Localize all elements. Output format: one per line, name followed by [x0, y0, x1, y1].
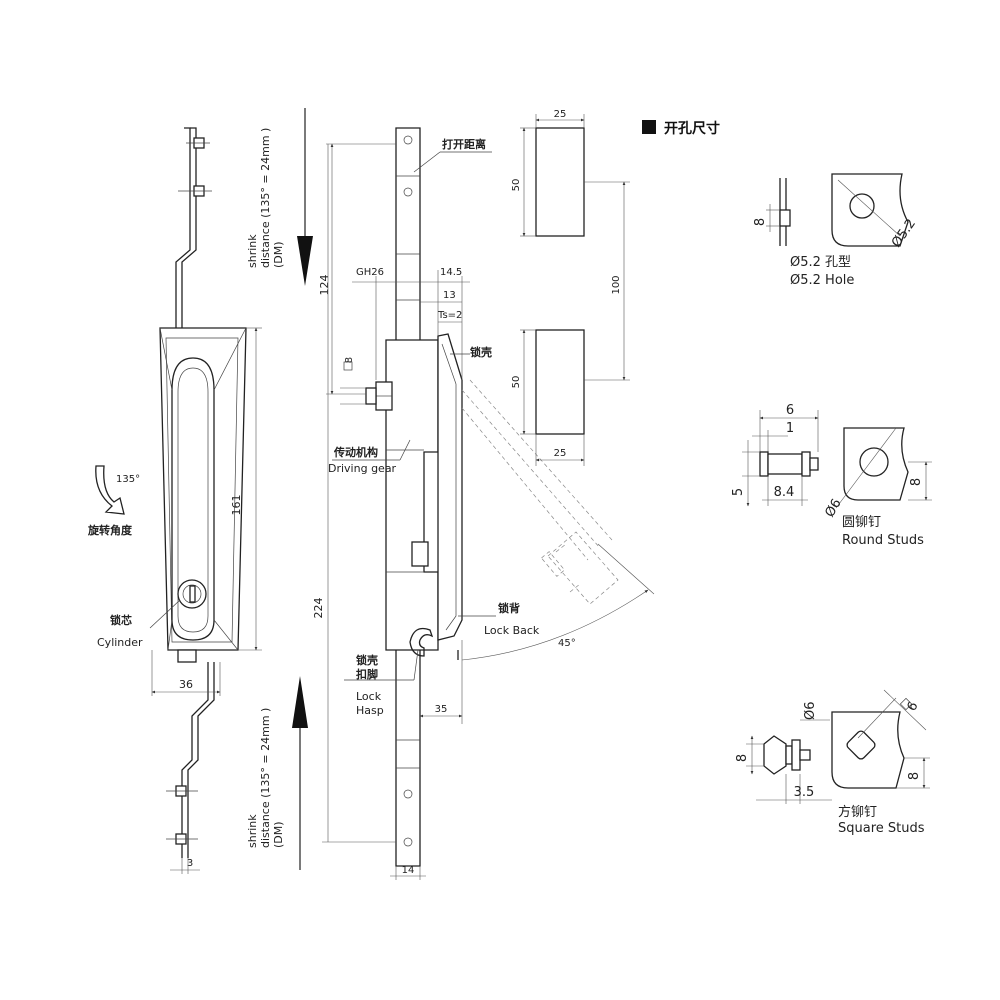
square-dim-8a: 8: [735, 754, 750, 762]
cutout-rect-top: [535, 127, 585, 237]
driving-gear-label-en: Driving gear: [328, 462, 397, 475]
dim-14: 14: [402, 865, 415, 876]
hole-caption-cn: Ø5.2 孔型: [790, 255, 851, 270]
driving-gear-label-cn: 传动机构: [333, 445, 378, 459]
dim-161: 161: [230, 495, 243, 516]
lock-hasp-label-cn1: 锁壳: [356, 653, 378, 667]
round-dim-6: 6: [786, 403, 794, 418]
square-dim-8b: 8: [907, 772, 922, 780]
shrink-bot-line3: (DM): [272, 821, 285, 848]
shrink-bot-line2: distance (135° = 24mm ): [259, 708, 272, 848]
round-caption-en: Round Studs: [842, 533, 924, 548]
dim-25-bottom: 25: [554, 448, 567, 459]
round-dim-8: 8: [909, 478, 924, 486]
round-dim-1: 1: [786, 421, 794, 436]
shrink-top-line2: distance (135° = 24mm ): [259, 128, 272, 268]
dim-36: 36: [179, 678, 193, 691]
cutout-title: 开孔尺寸: [664, 120, 720, 137]
cylinder-label-cn: 锁芯: [110, 613, 132, 627]
dim-25-top: 25: [554, 109, 567, 120]
cutout-rect-bottom: [535, 329, 585, 435]
square-caption-cn: 方铆钉: [838, 804, 877, 820]
lock-hasp-label-cn2: 扣脚: [356, 667, 378, 681]
round-dim-5: 5: [731, 488, 746, 496]
dim-13: 13: [443, 290, 456, 301]
angle-135: 135°: [116, 474, 140, 485]
dim-50-top: 50: [511, 179, 522, 192]
lock-back-label-cn: 锁背: [498, 601, 520, 615]
round-studs-detail: 6 1 5 8.4 8 Ø6 圆铆钉 Round Studs: [731, 403, 932, 548]
dim-50-bottom: 50: [511, 376, 522, 389]
dim-3: 3: [187, 858, 193, 869]
square-studs-detail: 8 3.5 Ø6 6 8 方铆钉 Square Studs: [735, 689, 930, 836]
title-square-icon: [642, 120, 656, 134]
dim-gh26: GH26: [356, 267, 384, 278]
square-dim-3-5: 3.5: [794, 785, 815, 800]
side-view: 45° 124 224 14 35 GH26 14.5 13 Ts=2 8: [312, 127, 655, 880]
hole-detail: 8 Ø5.2 Ø5.2 孔型 Ø5.2 Hole: [753, 173, 919, 288]
lock-shell: [437, 333, 463, 641]
hole-dia-label: Ø5.2: [889, 216, 919, 250]
round-caption-cn: 圆铆钉: [842, 515, 881, 530]
arrow-down-icon: [297, 236, 313, 286]
lock-hasp-label-en2: Hasp: [356, 704, 384, 717]
dim-8-side: 8: [344, 357, 355, 363]
cutout-section: 开孔尺寸 8 Ø5.2 Ø5.2 孔型 Ø5.2 Hole 6 1: [642, 120, 932, 836]
shrink-bot-line1: shrink: [246, 814, 259, 848]
cylinder: [177, 579, 207, 609]
round-dim-8-4: 8.4: [774, 485, 795, 500]
cutout-rectangles: 25 25 50 50 100: [511, 109, 630, 466]
lock-back-label-en: Lock Back: [484, 624, 540, 637]
lock-hasp-label-en1: Lock: [356, 690, 382, 703]
rotation-arrow: [95, 465, 125, 515]
open-distance-label: 打开距离: [442, 137, 486, 151]
dim-100: 100: [611, 275, 622, 294]
square-dim-dia6: Ø6: [803, 701, 818, 720]
dim-224: 224: [312, 598, 325, 619]
cylinder-label-en: Cylinder: [97, 636, 143, 649]
front-view: 161 36 3 135° 旋转角度 锁芯 Cylinder: [87, 127, 262, 874]
hole-dim-8: 8: [753, 218, 768, 226]
shrink-top: shrink distance (135° = 24mm ) (DM): [246, 108, 313, 286]
arrow-up-icon: [292, 676, 308, 728]
lock-hasp: [409, 627, 434, 657]
angle-45: 45°: [558, 638, 576, 649]
dim-124: 124: [318, 275, 331, 296]
dim-35: 35: [435, 704, 448, 715]
shrink-bottom: shrink distance (135° = 24mm ) (DM): [246, 676, 308, 870]
dim-ts2: Ts=2: [437, 310, 462, 321]
square-caption-en: Square Studs: [838, 821, 925, 836]
shrink-top-line1: shrink: [246, 234, 259, 268]
hole-caption-en: Ø5.2 Hole: [790, 273, 854, 288]
lock-shell-label: 锁壳: [470, 345, 492, 359]
dim-14-5: 14.5: [440, 267, 462, 278]
rotation-angle-label: 旋转角度: [87, 523, 133, 537]
shrink-top-line3: (DM): [272, 241, 285, 268]
